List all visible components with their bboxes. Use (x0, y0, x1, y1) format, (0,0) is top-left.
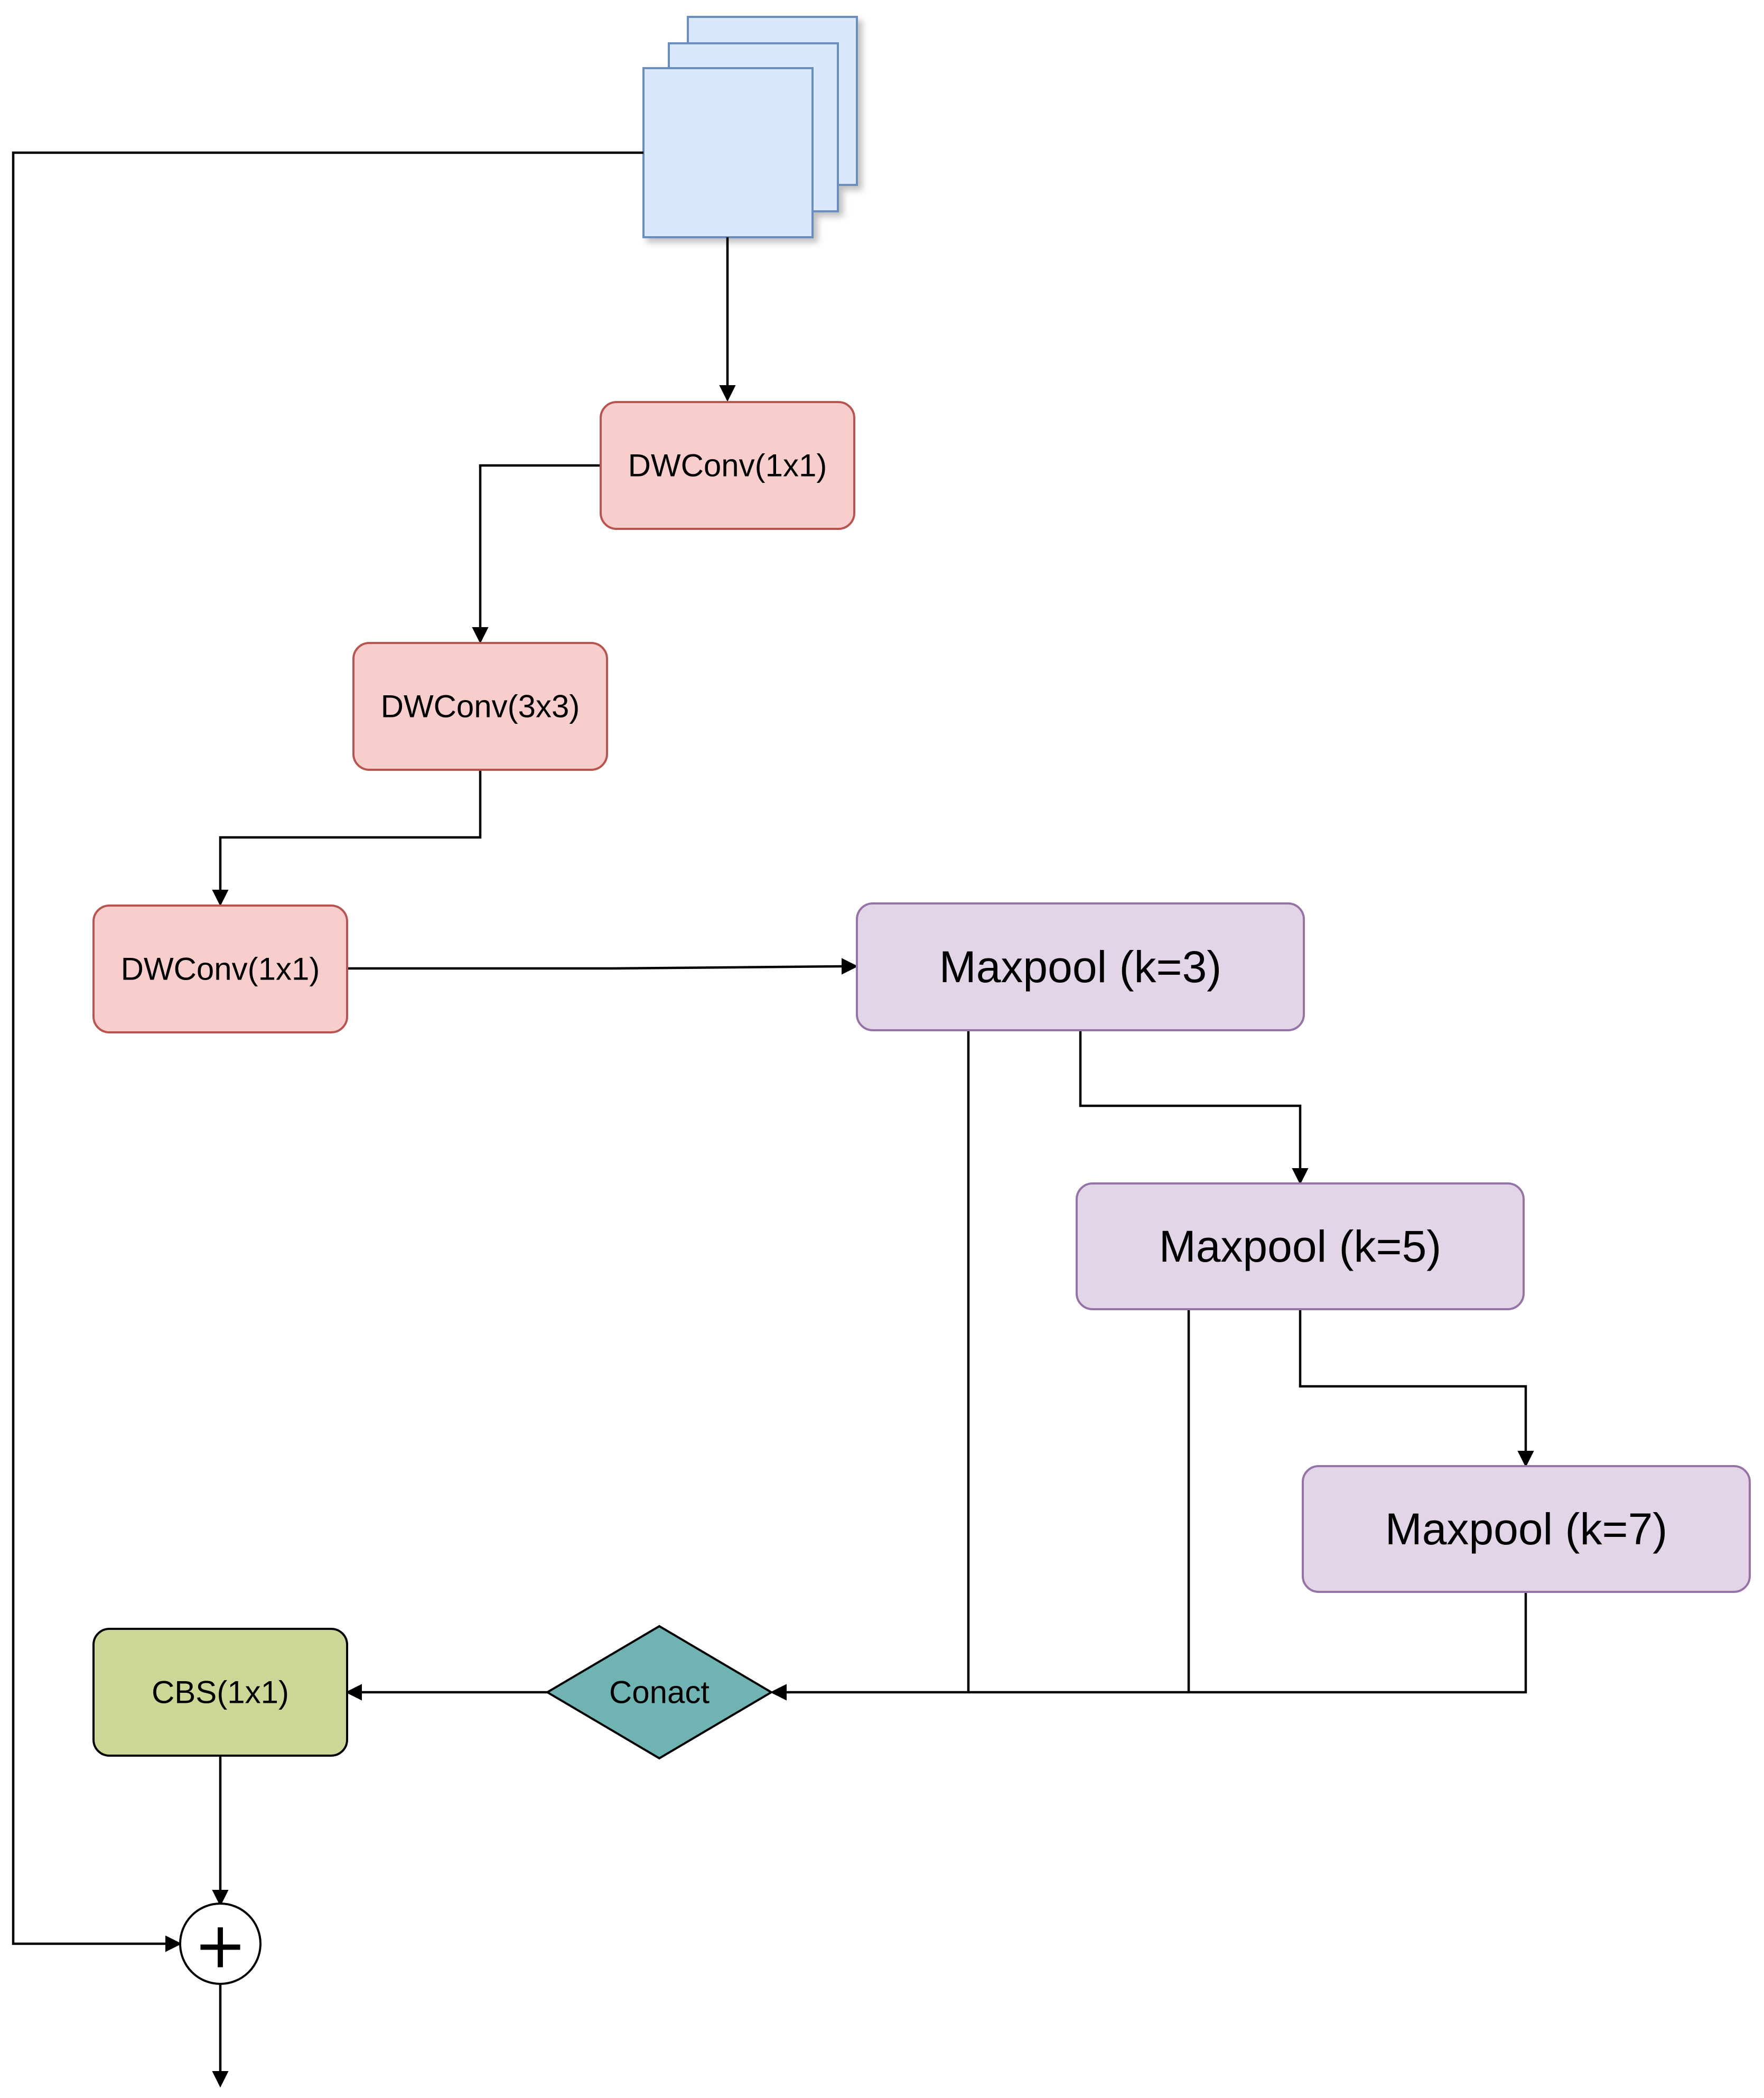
arrowhead (212, 1890, 229, 1907)
arrowhead (1517, 1451, 1534, 1468)
maxpool-k7-label: Maxpool (k=7) (1385, 1504, 1668, 1554)
dwconv-3x3-box (352, 642, 608, 771)
maxpool-k7-box (1302, 1465, 1751, 1593)
dwconv-1x1-top-block: DWConv(1x1) (600, 401, 855, 530)
maxpool-k3-label: Maxpool (k=3) (939, 942, 1222, 992)
dwconv-1x1-bottom-box (92, 905, 348, 1033)
concat-diamond (545, 1625, 773, 1760)
concat-label: Conact (609, 1675, 710, 1710)
arrowhead (472, 627, 489, 644)
arrowhead (212, 2071, 229, 2088)
dwconv-1x1-top-label: DWConv(1x1) (628, 448, 827, 483)
maxpool-k3-box (856, 902, 1305, 1031)
arrowhead (770, 1684, 787, 1701)
dwconv-1x1-bottom-block: DWConv(1x1) (92, 905, 348, 1033)
maxpool-k5-box (1076, 1182, 1525, 1310)
arrowhead (842, 958, 858, 975)
edge-dwconv3-to-dwconv2 (219, 770, 482, 892)
arrowhead (1292, 1168, 1309, 1185)
maxpool-k5-label: Maxpool (k=5) (1159, 1221, 1442, 1271)
dwconv-3x3-label: DWConv(3x3) (381, 689, 580, 724)
dwconv-1x1-bottom-label: DWConv(1x1) (121, 952, 320, 987)
dwconv-3x3-block: DWConv(3x3) (352, 642, 608, 771)
edge-maxpool3-to-maxpool5 (1079, 1030, 1302, 1171)
edge-dwconv2-to-maxpool3 (347, 965, 845, 970)
maxpool-k3-block: Maxpool (k=3) (856, 902, 1305, 1031)
input-feature-map (642, 16, 858, 238)
add-plus-label: + (194, 1909, 247, 1983)
edge-input-residual-to-add (12, 151, 643, 1945)
maxpool-k5-block: Maxpool (k=5) (1076, 1182, 1525, 1310)
edge-dwconv1-to-dwconv3 (479, 464, 601, 630)
feature-map-layer-front (642, 67, 814, 238)
maxpool-k7-block: Maxpool (k=7) (1302, 1465, 1751, 1593)
arrowhead (345, 1684, 362, 1701)
cbs-label: CBS(1x1) (152, 1675, 289, 1710)
arrowhead (165, 1935, 182, 1952)
dwconv-1x1-top-box (600, 401, 855, 530)
edge-maxpool7-to-concat (784, 1592, 1527, 1694)
edges (12, 151, 1534, 2088)
arrowhead (719, 385, 736, 402)
cbs-box (92, 1628, 348, 1757)
add-block: + (179, 1903, 262, 1985)
add-circle (179, 1903, 262, 1985)
arrowhead (212, 890, 229, 907)
cbs-block: CBS(1x1) (92, 1628, 348, 1757)
edge-maxpool5-to-maxpool7 (1299, 1309, 1527, 1453)
concat-block: Conact (545, 1625, 773, 1760)
